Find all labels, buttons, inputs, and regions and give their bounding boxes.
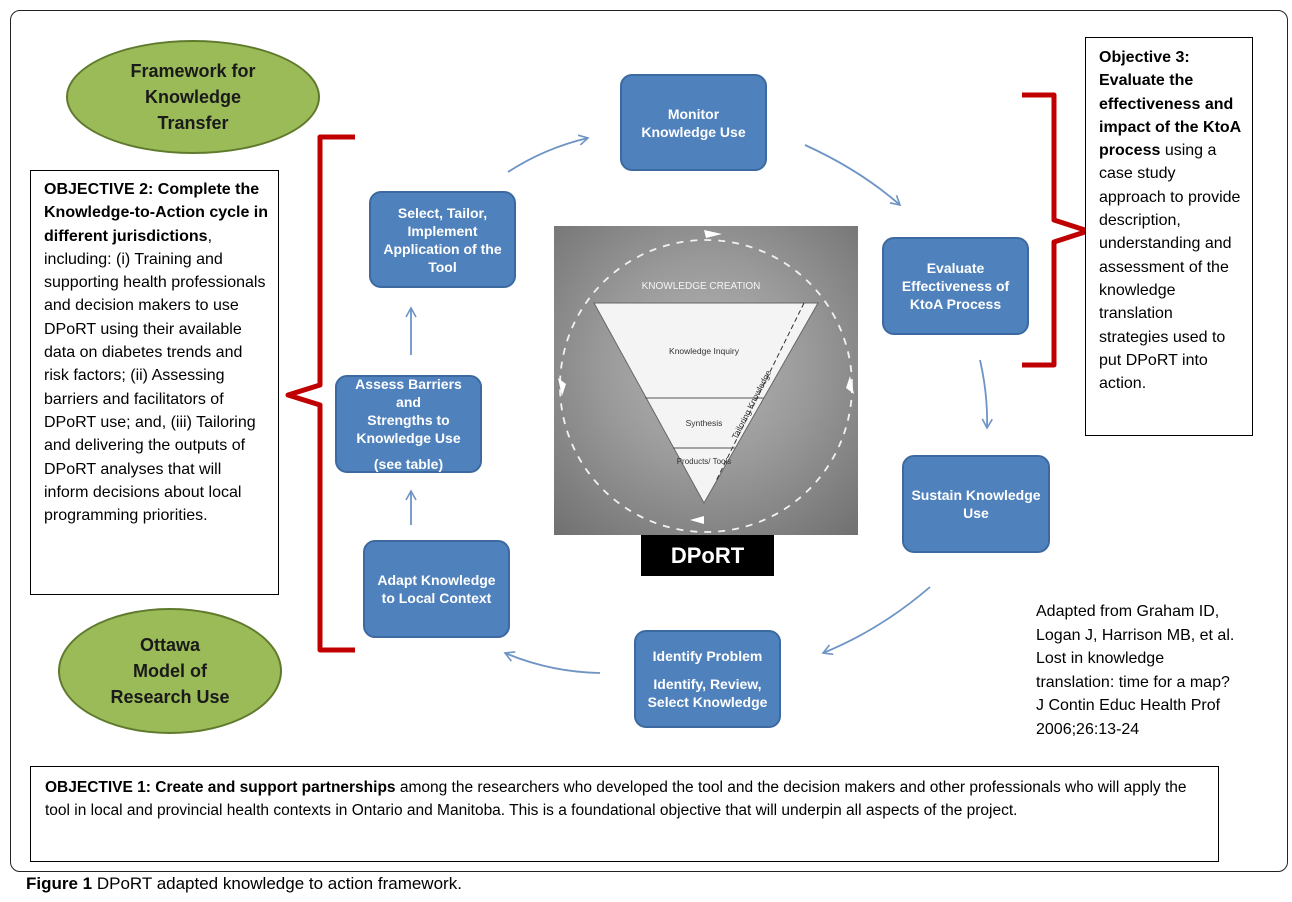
sustain-knowledge-use-step: Sustain Knowledge Use bbox=[902, 455, 1050, 553]
arrow-monitor-to-evaluate bbox=[804, 144, 902, 207]
assess-subtitle: (see table) bbox=[373, 456, 444, 472]
assess-title: Assess Barriers and Strengths to Knowled… bbox=[355, 376, 462, 446]
select-label: Select, Tailor, Implement Application of… bbox=[383, 204, 502, 275]
figure-caption: Figure 1 DPoRT adapted knowledge to acti… bbox=[26, 874, 462, 894]
synthesis-label: Synthesis bbox=[686, 418, 723, 428]
framework-ellipse: Framework for Knowledge Transfer bbox=[66, 40, 320, 154]
monitor-label: Monitor Knowledge Use bbox=[641, 105, 746, 140]
identify-subtitle: Identify, Review, Select Knowledge bbox=[647, 676, 768, 710]
objective-3-text: using a case study approach to provide d… bbox=[1099, 142, 1241, 393]
sustain-label: Sustain Knowledge Use bbox=[911, 487, 1041, 521]
objective-2-text: , including: (i) Training and supporting… bbox=[44, 227, 266, 525]
knowledge-funnel-image: KNOWLEDGE CREATION Knowledge Inquiry Syn… bbox=[554, 226, 858, 535]
arrow-select-to-monitor bbox=[507, 134, 590, 173]
objective-1-heading: OBJECTIVE 1: Create and support partners… bbox=[45, 779, 396, 796]
right-bracket bbox=[1022, 92, 1091, 368]
arrow-evaluate-to-sustain bbox=[979, 359, 993, 430]
products-tools-label: Products/ Tools bbox=[677, 457, 732, 466]
objective-3-box: Objective 3: Evaluate the effectiveness … bbox=[1085, 37, 1253, 436]
adapt-knowledge-step: Adapt Knowledge to Local Context bbox=[363, 540, 510, 638]
knowledge-creation-label: KNOWLEDGE CREATION bbox=[642, 281, 761, 292]
objective-3-heading: Objective 3: Evaluate the effectiveness … bbox=[1099, 49, 1241, 160]
figure-frame bbox=[10, 10, 1288, 872]
assess-barriers-step: Assess Barriers and Strengths to Knowled… bbox=[335, 375, 482, 473]
evaluate-effectiveness-step: Evaluate Effectiveness of KtoA Process bbox=[882, 237, 1029, 335]
arrow-identify-to-adapt bbox=[503, 651, 601, 674]
select-tailor-step: Select, Tailor, Implement Application of… bbox=[369, 191, 516, 288]
identify-problem-step: Identify Problem Identify, Review, Selec… bbox=[634, 630, 781, 728]
objective-1-text: among the researchers who developed the … bbox=[45, 779, 1187, 819]
dport-label: DPoRT bbox=[641, 535, 774, 576]
ottawa-model-ellipse: Ottawa Model of Research Use bbox=[58, 608, 282, 734]
objective-2-box: OBJECTIVE 2: Complete the Knowledge-to-A… bbox=[30, 170, 279, 595]
figure-title: DPoRT adapted knowledge to action framew… bbox=[92, 874, 462, 893]
monitor-knowledge-use-step: Monitor Knowledge Use bbox=[620, 74, 767, 171]
left-bracket bbox=[285, 134, 355, 653]
adapt-label: Adapt Knowledge to Local Context bbox=[377, 572, 496, 606]
objective-1-box: OBJECTIVE 1: Create and support partners… bbox=[30, 766, 1219, 862]
arrow-sustain-to-identify bbox=[821, 586, 931, 656]
evaluate-label: Evaluate Effectiveness of KtoA Process bbox=[901, 260, 1010, 312]
knowledge-inquiry-label: Knowledge Inquiry bbox=[669, 346, 740, 356]
figure-number: Figure 1 bbox=[26, 874, 93, 893]
objective-2-heading: OBJECTIVE 2: Complete the Knowledge-to-A… bbox=[44, 181, 269, 245]
identify-title: Identify Problem bbox=[652, 648, 763, 664]
funnel-graphic: KNOWLEDGE CREATION Knowledge Inquiry Syn… bbox=[558, 230, 854, 533]
citation-text: Adapted from Graham ID, Logan J, Harriso… bbox=[1036, 603, 1235, 738]
